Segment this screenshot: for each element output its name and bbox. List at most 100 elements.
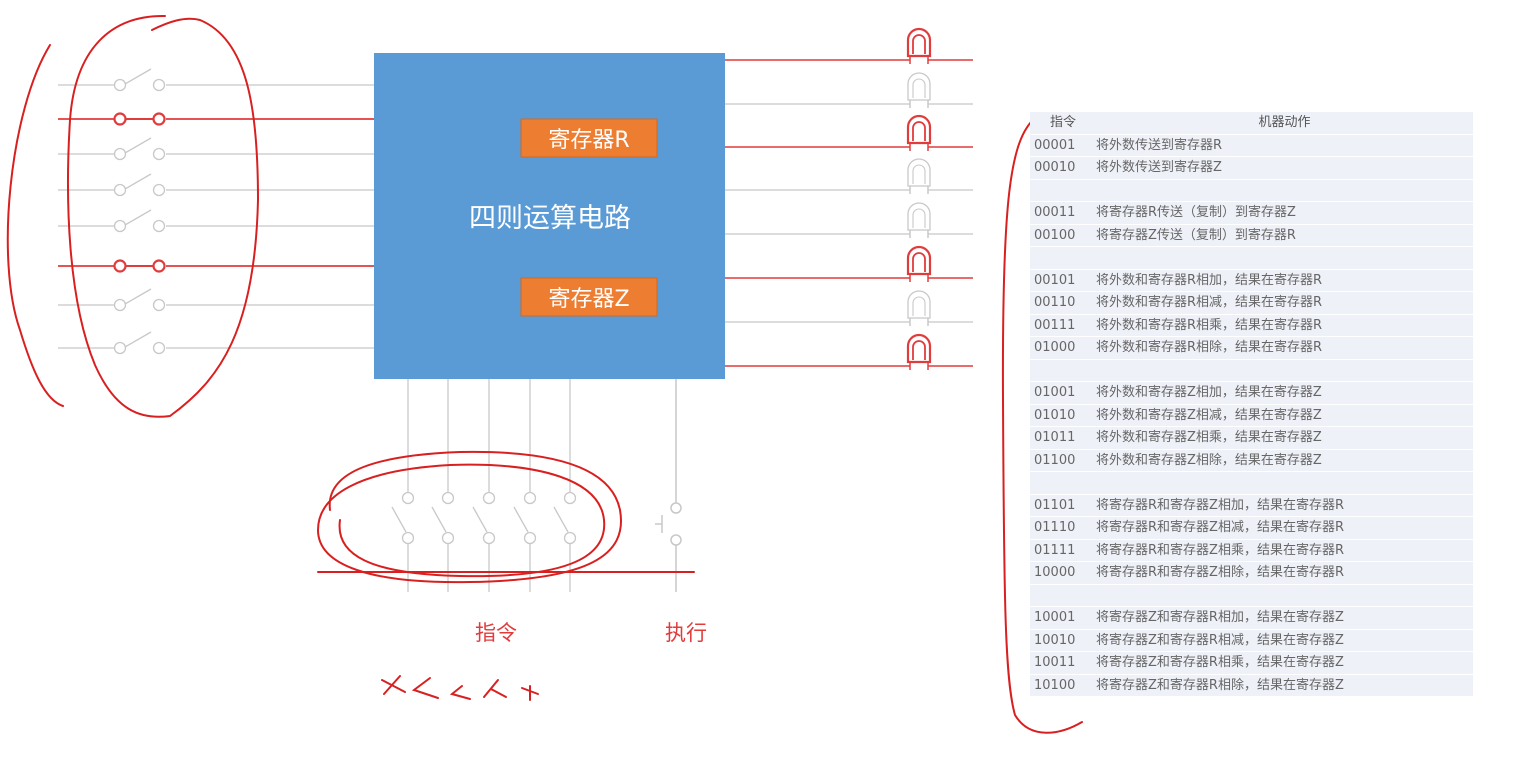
instruction-code: 01001 [1034,385,1076,400]
machine-action [1092,179,1473,202]
table-row: 00010 将外数传送到寄存器Z [1030,156,1473,179]
output-led-on [725,333,973,370]
machine-action: 将寄存器R传送（复制）到寄存器Z [1096,205,1296,220]
instruction-code: 01000 [1034,340,1076,355]
machine-action: 将外数和寄存器Z相除，结果在寄存器Z [1096,452,1322,468]
input-switch-open[interactable] [58,173,374,197]
instruction-switch-group [391,379,577,592]
instruction-code [1030,359,1092,382]
instruction-code: 10100 [1034,677,1076,693]
instruction-bit-switch[interactable] [513,379,537,592]
instruction-code [1030,247,1092,270]
execute-label: 执行 [665,621,707,645]
instruction-code: 01011 [1034,430,1076,445]
input-switch-open[interactable] [58,68,374,92]
table-row: 00101 将外数和寄存器R相加，结果在寄存器R [1030,269,1473,292]
machine-action [1092,472,1473,495]
output-led-on [725,114,973,151]
machine-action: 将外数和寄存器Z相乘，结果在寄存器Z [1096,430,1322,445]
instruction-code: 10010 [1034,632,1076,648]
machine-action: 将外数和寄存器Z相加，结果在寄存器Z [1096,385,1322,400]
machine-action: 将寄存器Z和寄存器R相乘，结果在寄存器Z [1096,655,1344,670]
machine-action: 将寄存器R和寄存器Z相加，结果在寄存器R [1096,497,1344,513]
instruction-code: 00111 [1034,317,1076,333]
instruction-code [1030,179,1092,202]
machine-action: 将寄存器R和寄存器Z相减，结果在寄存器R [1096,520,1344,535]
output-led-off [725,202,973,238]
table-row: 01111 将寄存器R和寄存器Z相乘，结果在寄存器R [1030,539,1473,562]
table-row [1030,179,1473,202]
table-row: 00011 将寄存器R传送（复制）到寄存器Z [1030,201,1473,224]
table-header-row: 指令 机器动作 [1030,112,1473,134]
instruction-bit-switch[interactable] [431,379,455,592]
cross-mark-4 [483,679,507,698]
instruction-code: 00010 [1034,160,1076,175]
input-switch-open[interactable] [58,137,374,161]
register-z-label: 寄存器Z [548,287,629,312]
instruction-code: 01111 [1034,542,1076,558]
instruction-bit-switch[interactable] [391,379,415,592]
machine-action: 将外数和寄存器R相加，结果在寄存器R [1096,272,1323,288]
input-switch-loop-mark [67,14,260,418]
table-row: 01011 将外数和寄存器Z相乘，结果在寄存器Z [1030,426,1473,449]
instruction-switch-loop-mark [316,450,622,584]
instruction-code: 00001 [1034,137,1076,153]
output-led-on [725,27,973,64]
machine-action [1092,247,1473,270]
instruction-code: 00100 [1034,227,1076,243]
instruction-code: 00110 [1034,295,1076,310]
instruction-code: 10000 [1034,565,1076,580]
table-row: 01001 将外数和寄存器Z相加，结果在寄存器Z [1030,381,1473,404]
cross-mark-3 [449,685,471,700]
instruction-code: 01100 [1034,452,1076,468]
table-row [1030,584,1473,607]
register-r-label: 寄存器R [548,128,629,153]
table-row [1030,359,1473,382]
instruction-label: 指令 [475,621,517,645]
input-switch-open[interactable] [58,209,374,233]
register-z-box [520,277,658,317]
output-led-off [725,158,973,194]
input-switch-closed[interactable] [58,259,374,273]
table-row: 01101 将寄存器R和寄存器Z相加，结果在寄存器R [1030,494,1473,517]
cross-mark-5 [521,685,539,701]
instruction-code: 01110 [1034,520,1076,535]
cross-mark-1 [381,675,406,695]
input-switch-open[interactable] [58,288,374,312]
execute-button[interactable] [655,379,682,592]
output-led-group [725,27,973,370]
instruction-code [1030,584,1092,607]
instruction-code: 00011 [1034,205,1076,220]
instruction-code: 00101 [1034,272,1076,288]
table-row: 01100 将外数和寄存器Z相除，结果在寄存器Z [1030,449,1473,472]
table-row: 10011 将寄存器Z和寄存器R相乘，结果在寄存器Z [1030,651,1473,674]
input-switch-group [58,68,374,355]
machine-action: 将寄存器Z和寄存器R相除，结果在寄存器Z [1096,677,1344,693]
instruction-bit-switch[interactable] [553,379,577,592]
machine-action: 将外数和寄存器Z相减，结果在寄存器Z [1096,407,1322,423]
input-switch-closed[interactable] [58,112,374,126]
machine-action [1092,359,1473,382]
instruction-code: 10001 [1034,610,1076,625]
instruction-code: 01101 [1034,497,1076,513]
handwritten-annotations [6,14,1083,734]
instruction-code [1030,472,1092,495]
machine-action: 将外数传送到寄存器Z [1096,160,1222,175]
instruction-code: 10011 [1034,655,1076,670]
table-row [1030,246,1473,270]
input-switch-open[interactable] [58,331,374,355]
output-led-on [725,245,973,282]
instruction-bit-switch[interactable] [472,379,496,592]
machine-action: 将寄存器R和寄存器Z相乘，结果在寄存器R [1096,542,1344,558]
left-bracket-mark [6,44,64,407]
